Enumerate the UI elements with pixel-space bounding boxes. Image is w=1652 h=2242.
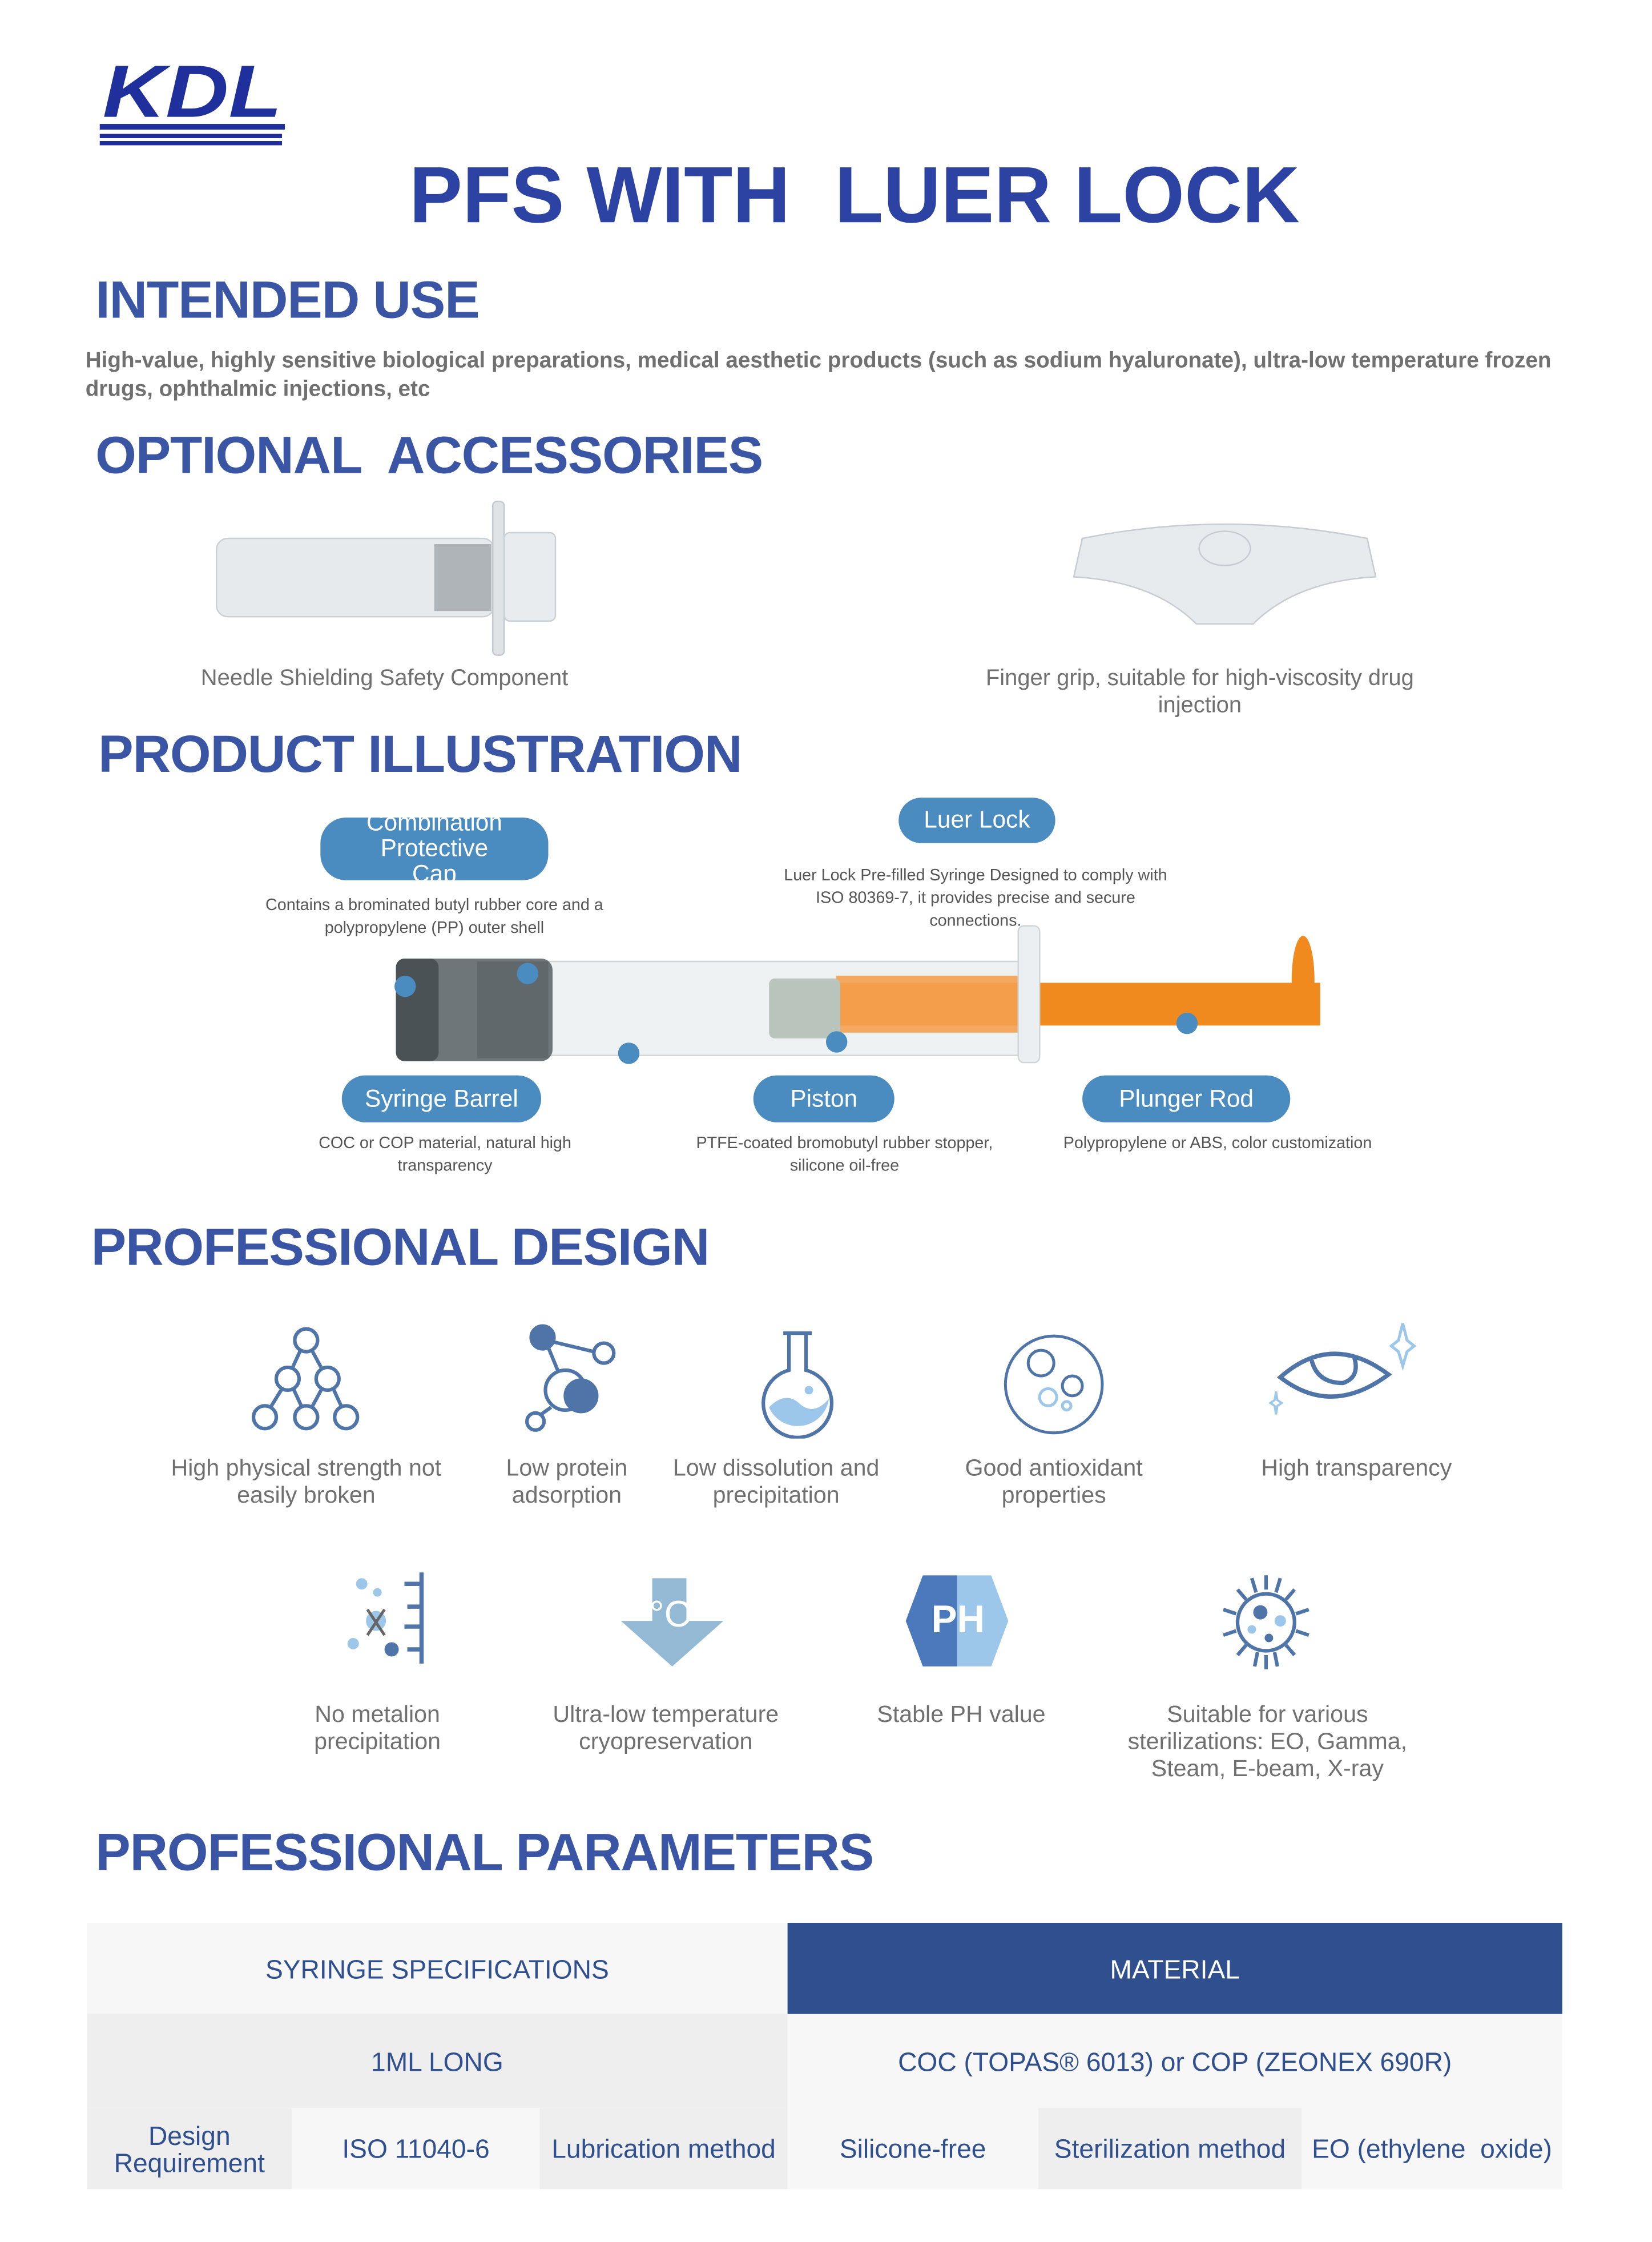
parameters-table: SYRINGE SPECIFICATIONS MATERIAL 1ML LONG…: [87, 1922, 1562, 2189]
intended-use-text: High-value, highly sensitive biological …: [85, 349, 1552, 401]
header-syringe-specifications: SYRINGE SPECIFICATIONS: [87, 1922, 788, 2014]
svg-text:KDL: KDL: [103, 54, 282, 133]
kdl-logo: KDL: [99, 51, 288, 148]
ph-icon: PH: [905, 1575, 1009, 1667]
parameters-heading: PROFESSIONAL PARAMETERS: [95, 1823, 874, 1882]
feature-label-cryo: Ultra-low temperature cryopreservation: [553, 1702, 779, 1755]
cell-material-value: COC (TOPAS® 6013) or COP (ZEONEX 690R): [787, 2014, 1562, 2108]
feature-label-antioxidant: Good antioxidant properties: [965, 1455, 1143, 1508]
bubbles-icon: [1004, 1334, 1104, 1435]
feature-label-metal-ion: No metalion precipitation: [314, 1702, 441, 1755]
intended-use-heading: INTENDED USE: [95, 271, 480, 329]
desc-syringe-barrel: COC or COP material, natural high transp…: [319, 1135, 571, 1176]
page-title: PFS WITH LUER LOCK: [409, 149, 1300, 240]
feature-label-transparency: High transparency: [1261, 1455, 1452, 1482]
feature-label-dissolution: Low dissolution and precipitation: [672, 1455, 880, 1508]
illustration-heading: PRODUCT ILLUSTRATION: [98, 724, 742, 784]
label-combination-protective-cap[interactable]: Combination Protective Cap: [320, 810, 549, 887]
desc-combination-protective-cap: Contains a brominated butyl rubber core …: [265, 897, 603, 937]
feature-label-strength: High physical strength not easily broken: [171, 1455, 442, 1508]
marker-dot-piston[interactable]: [825, 1031, 848, 1053]
finger-grip-caption: Finger grip, suitable for high-viscosity…: [985, 666, 1414, 718]
marker-dot-plunger[interactable]: [1176, 1012, 1198, 1035]
molecule-icon: [525, 1324, 616, 1432]
label-luer-lock[interactable]: Luer Lock: [898, 798, 1055, 843]
cell-sterilization-method: Sterilization method: [1038, 2108, 1302, 2189]
celsius-glyph: °C: [649, 1592, 691, 1636]
network-icon: [251, 1327, 360, 1431]
feature-label-ph: Stable PH value: [877, 1702, 1046, 1728]
header-material: MATERIAL: [787, 1922, 1562, 2014]
microbe-icon: [1223, 1575, 1309, 1669]
feature-label-protein: Low protein adsorption: [506, 1455, 628, 1508]
metal-ion-icon: [347, 1572, 424, 1664]
ph-glyph: PH: [931, 1598, 985, 1641]
marker-dot-cap[interactable]: [394, 975, 416, 997]
desc-luer-lock: Luer Lock Pre-filled Syringe Designed to…: [784, 867, 1167, 931]
label-plunger-rod[interactable]: Plunger Rod: [1082, 1075, 1291, 1122]
needle-shield-image: [213, 498, 562, 658]
cell-eo: EO (ethylene oxide): [1302, 2108, 1562, 2189]
design-heading: PROFESSIONAL DESIGN: [91, 1218, 710, 1277]
desc-plunger-rod: Polypropylene or ABS, color customizatio…: [1063, 1135, 1372, 1153]
cell-design-requirement: Design Requirement: [87, 2108, 292, 2189]
accessories-heading: OPTIONAL ACCESSORIES: [95, 425, 763, 485]
eye-icon: [1268, 1323, 1417, 1415]
cell-lubrication-method: Lubrication method: [539, 2108, 788, 2189]
finger-grip-image: [1068, 517, 1381, 631]
marker-dot-barrel[interactable]: [618, 1042, 640, 1064]
cell-1ml-long: 1ML LONG: [87, 2014, 788, 2108]
flask-icon: [761, 1331, 834, 1439]
needle-shield-caption: Needle Shielding Safety Component: [200, 666, 569, 691]
temperature-down-icon: °C: [620, 1578, 724, 1667]
syringe-image: [392, 919, 1324, 1075]
marker-dot-luer-lock[interactable]: [517, 963, 539, 984]
desc-piston: PTFE-coated bromobutyl rubber stopper, s…: [696, 1135, 993, 1176]
cell-iso: ISO 11040-6: [292, 2108, 540, 2189]
cell-silicone-free: Silicone-free: [787, 2108, 1038, 2189]
label-piston[interactable]: Piston: [753, 1075, 895, 1122]
feature-label-sterilization: Suitable for various sterilizations: EO,…: [1127, 1702, 1408, 1782]
label-syringe-barrel[interactable]: Syringe Barrel: [341, 1075, 542, 1122]
